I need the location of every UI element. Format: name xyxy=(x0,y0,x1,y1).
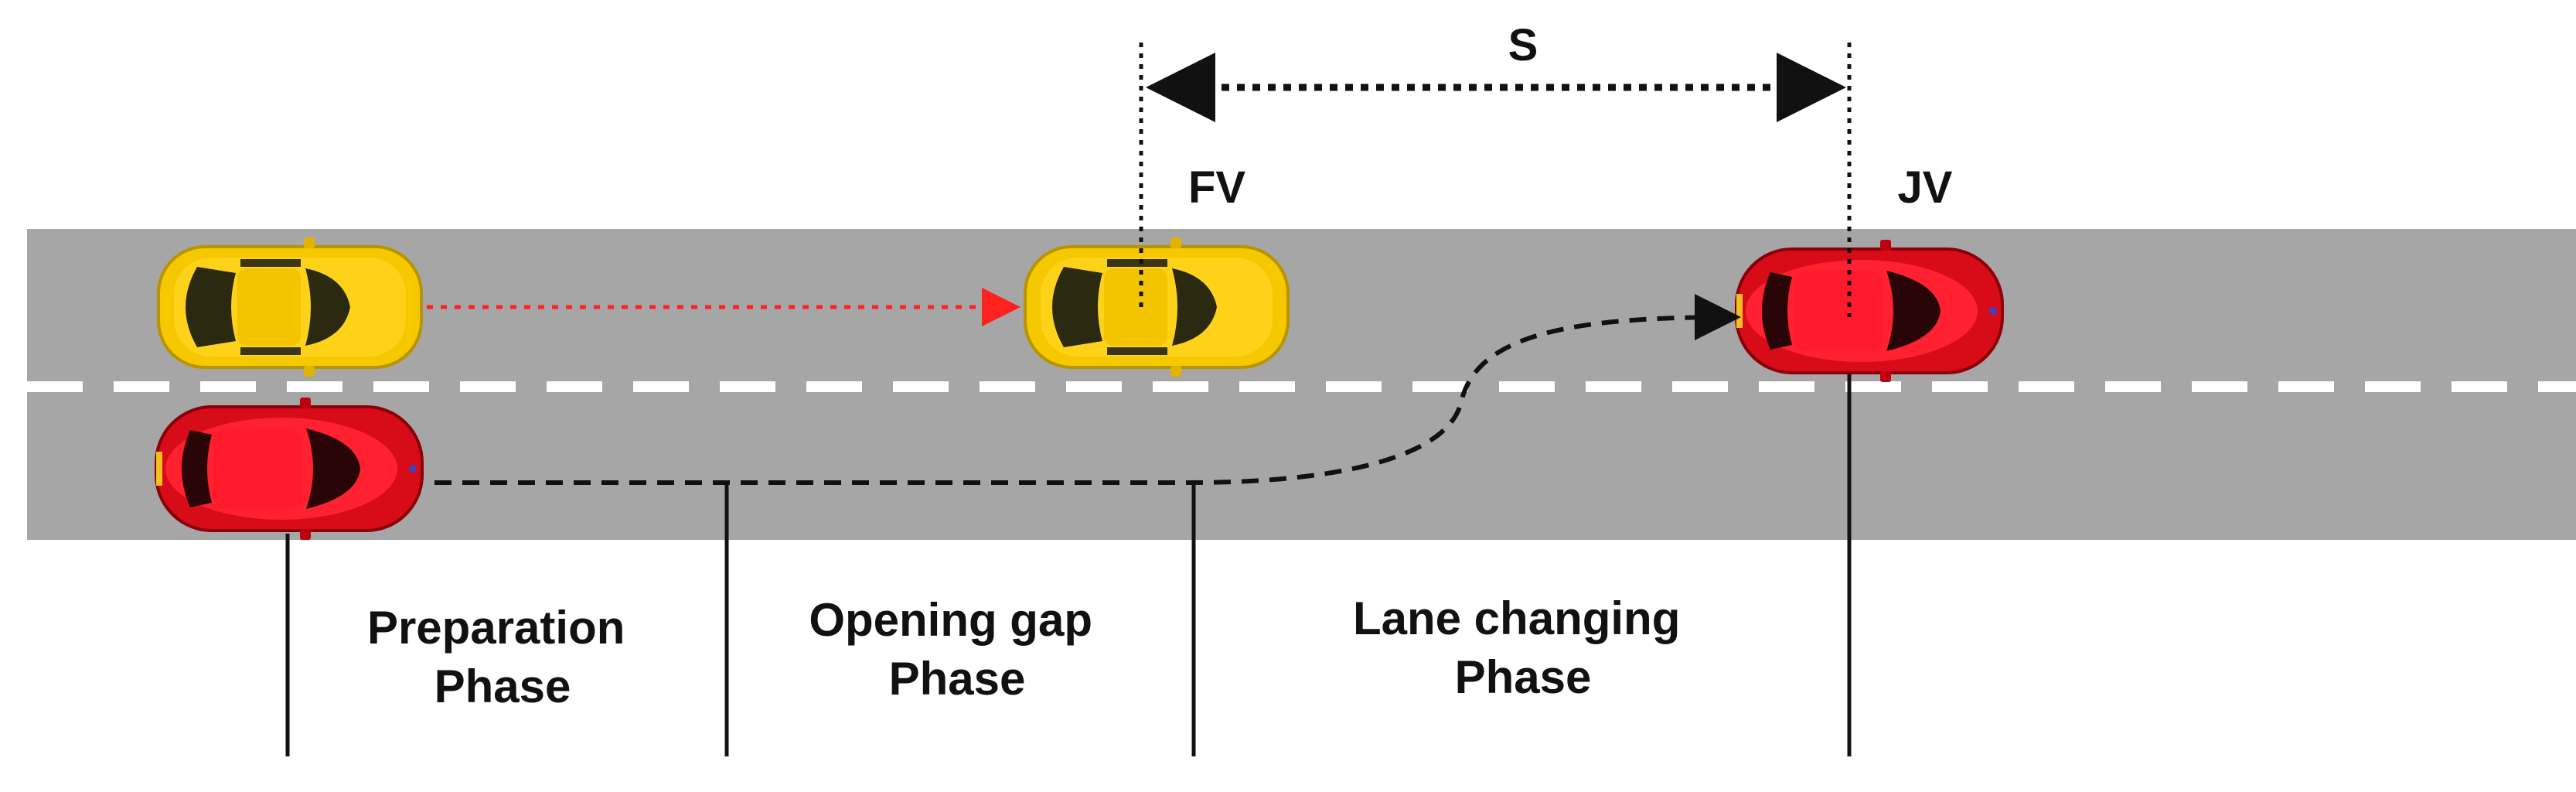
red-car-start-icon xyxy=(155,396,424,541)
yellow-car-fv-icon xyxy=(1024,236,1290,378)
preparation-phase-label: Preparation Phase xyxy=(367,602,638,712)
opening-gap-phase-label: Opening gap Phase xyxy=(809,594,1105,705)
distance-label: S xyxy=(1508,20,1538,70)
fv-label: FV xyxy=(1188,162,1245,213)
jv-label: JV xyxy=(1898,162,1953,213)
red-car-jv-icon xyxy=(1735,238,2004,384)
yellow-car-start-icon xyxy=(157,236,423,378)
lane-changing-phase-label: Lane changing Phase xyxy=(1353,592,1693,703)
